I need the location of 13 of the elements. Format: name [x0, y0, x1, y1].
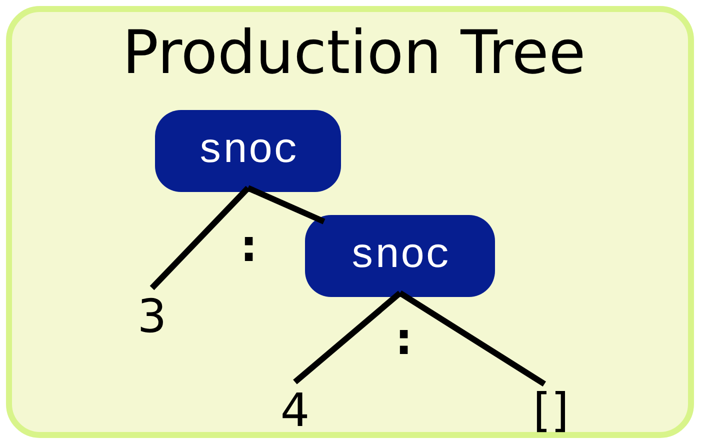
- leaf-value: []: [518, 384, 584, 436]
- title-text: Production Tree: [121, 18, 587, 88]
- tree-branch: [398, 290, 546, 387]
- tree-branch: [293, 290, 402, 384]
- constructor-node: snoc: [155, 110, 341, 192]
- leaf-value: 4: [275, 382, 315, 438]
- leaf-value: 3: [132, 288, 172, 344]
- constructor-node: snoc: [305, 215, 495, 297]
- tree-branch: [150, 186, 250, 290]
- tree-branch: [246, 185, 326, 224]
- cons-operator: :: [240, 225, 258, 269]
- cons-operator: :: [395, 318, 413, 362]
- rounded-panel: [6, 6, 694, 438]
